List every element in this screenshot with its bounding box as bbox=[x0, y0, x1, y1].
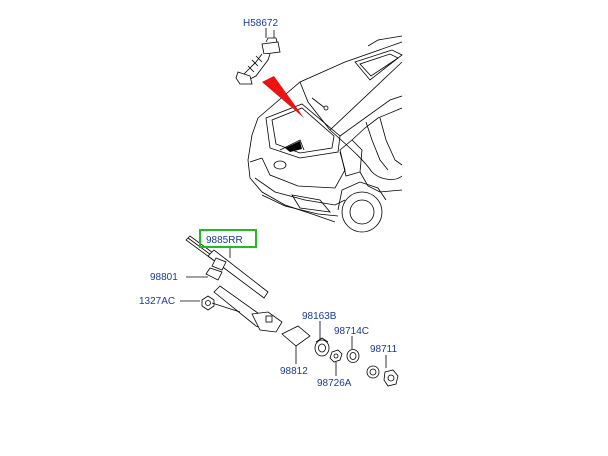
car-illustration bbox=[247, 35, 403, 233]
callout-98812[interactable]: 98812 bbox=[280, 366, 308, 377]
callout-labels: H58672 9885RR 98801 1327AC 98163B 98714C… bbox=[139, 18, 398, 389]
leader-lines bbox=[180, 28, 387, 376]
callout-98711[interactable]: 98711 bbox=[370, 344, 398, 355]
wiper-assembly bbox=[185, 235, 311, 347]
highlight-box bbox=[199, 229, 257, 248]
callout-98726a[interactable]: 98726A bbox=[317, 378, 352, 389]
location-pointer bbox=[262, 76, 304, 118]
callout-9885rr[interactable]: 9885RR bbox=[206, 235, 243, 246]
callout-98801[interactable]: 98801 bbox=[150, 272, 178, 283]
callout-98163b[interactable]: 98163B bbox=[302, 311, 337, 322]
hardware-parts bbox=[314, 337, 399, 387]
callout-1327ac[interactable]: 1327AC bbox=[139, 296, 175, 307]
callout-98714c[interactable]: 98714C bbox=[334, 326, 369, 337]
washer-hose-part bbox=[235, 30, 281, 85]
callout-h58672[interactable]: H58672 bbox=[243, 18, 278, 29]
